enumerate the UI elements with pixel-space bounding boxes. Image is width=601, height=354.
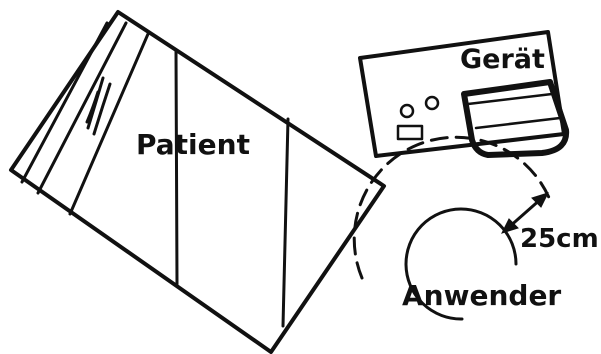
- device-port: [396, 124, 424, 141]
- user-label: Anwender: [402, 279, 562, 312]
- device-knob-left: [399, 103, 415, 119]
- device-knob-right: [424, 95, 440, 111]
- pillow-mark: [85, 76, 112, 136]
- bed-outline: [9, 10, 386, 354]
- patient-label: Patient: [136, 128, 250, 161]
- distance-arc: [352, 135, 552, 280]
- device: [358, 30, 570, 158]
- bed-head-line-1: [20, 21, 109, 184]
- distance-label: 25cm: [520, 224, 599, 254]
- bed-head-line-2: [36, 21, 128, 195]
- bed-head-line-3: [68, 32, 150, 216]
- bed-divider-1: [174, 48, 179, 286]
- user-circle: [404, 207, 518, 321]
- device-handle: [461, 79, 570, 158]
- distance-arrow: [501, 192, 549, 234]
- bed-divider-2: [281, 117, 290, 328]
- patient-bed: [9, 10, 386, 354]
- device-label: Gerät: [460, 44, 545, 75]
